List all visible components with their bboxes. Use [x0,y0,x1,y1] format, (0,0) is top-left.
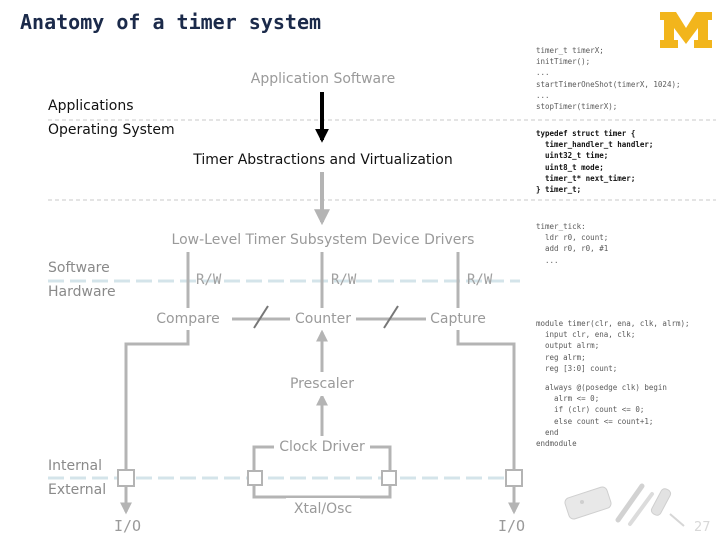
capture-box: Capture [426,308,490,330]
clock-driver-box: Clock Driver [274,436,370,458]
slash-counter-capture [383,305,399,329]
io-label-right: I/O [498,517,526,535]
slide-title: Anatomy of a timer system [20,10,322,34]
hardware-components-photo [564,483,685,527]
layer-software: Software [48,260,110,276]
io-label-left: I/O [114,517,142,535]
university-block-m-logo [660,12,712,48]
layer-internal: Internal [48,458,102,474]
compare-box: Compare [150,308,226,330]
io-node-right [505,469,523,487]
xtal-loop-node-tl [247,470,263,486]
code-assembly: timer_tick: ldr r0, count; add r0, r0, #… [536,222,609,265]
rw-label-right: R/W [467,272,493,288]
layer-external: External [48,482,107,498]
rw-label-middle: R/W [331,272,357,288]
code-verilog-always: always @(posedge clk) begin alrm <= 0; i… [536,383,667,449]
prescaler-box: Prescaler [284,372,360,396]
bus-right [456,330,516,470]
layer-operating-system: Operating System [48,122,175,138]
rw-label-left: R/W [196,272,222,288]
code-verilog-module: module timer(clr, ena, clk, alrm); input… [536,319,690,373]
counter-box: Counter [290,308,356,330]
code-application: timer_t timerX; initTimer(); ... startTi… [536,46,681,112]
timer-abstractions-box: Timer Abstractions and Virtualization [186,147,460,172]
layer-hardware: Hardware [48,284,116,300]
io-node-left [117,469,135,487]
page-number: 27 [694,520,711,535]
xtal-loop-node-tr [381,470,397,486]
layer-applications: Applications [48,98,134,114]
code-typedef: typedef struct timer { timer_handler_t h… [536,129,654,195]
device-drivers-box: Low-Level Timer Subsystem Device Drivers [164,228,482,252]
slash-compare-counter [253,305,269,329]
bus-left [124,330,190,470]
xtal-osc-box: Xtal/Osc [286,498,360,520]
application-software-box: Application Software [242,68,404,90]
